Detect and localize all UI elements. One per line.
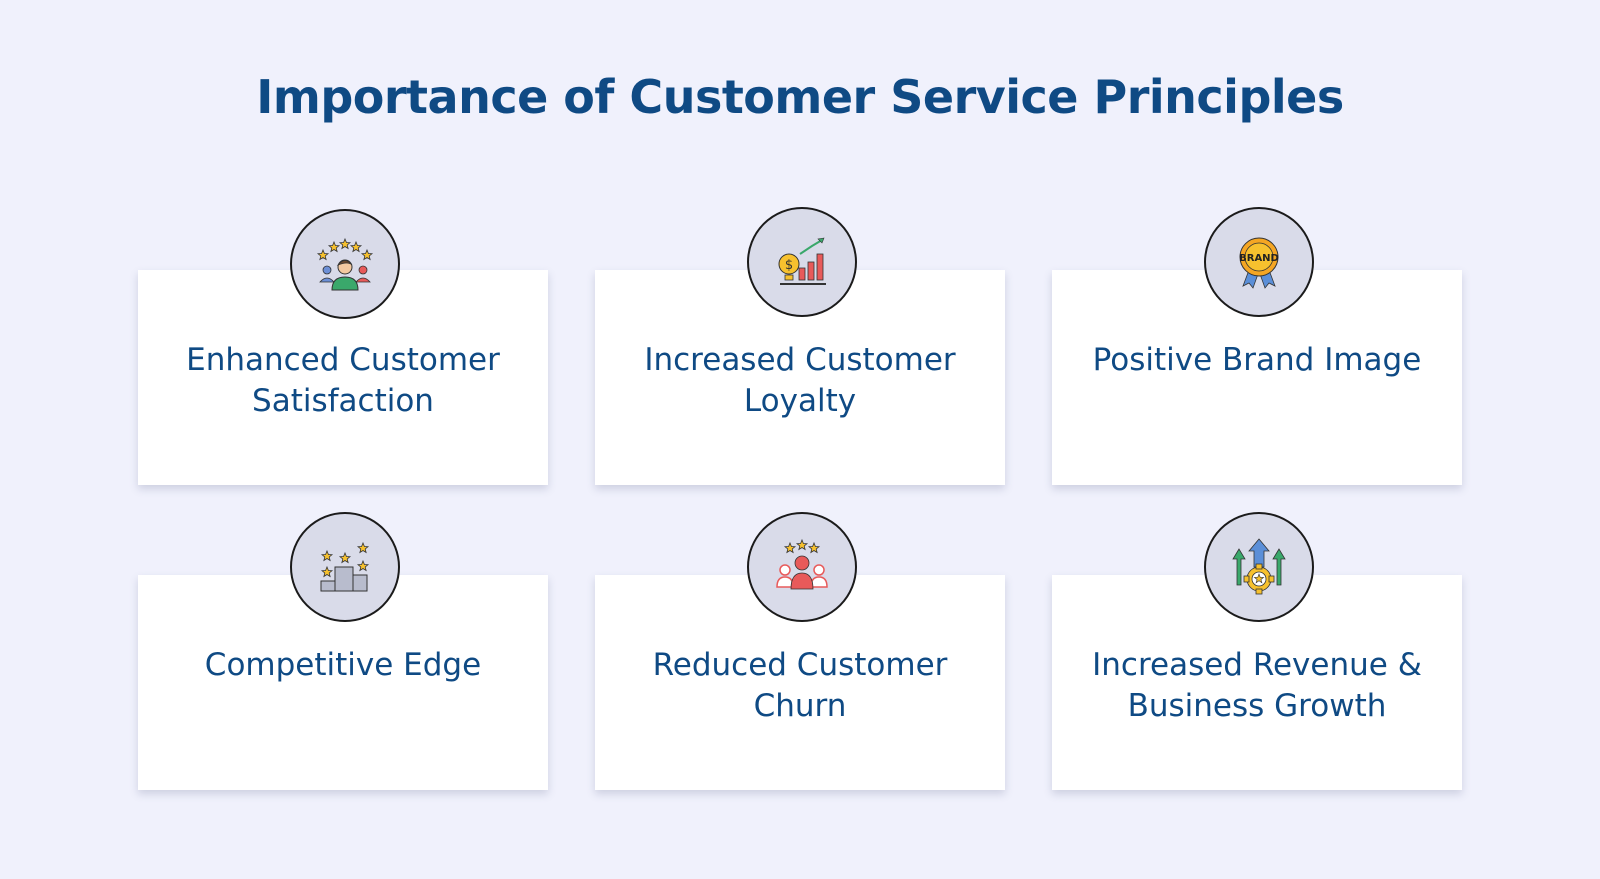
card-label: Positive Brand Image — [1092, 342, 1422, 378]
icon-badge: $ — [747, 207, 857, 317]
svg-text:$: $ — [785, 258, 793, 273]
growth-chart-coin-icon: $ — [778, 237, 826, 285]
icon-badge — [290, 512, 400, 622]
icon-badge — [1204, 512, 1314, 622]
icon-badge: BRAND — [1204, 207, 1314, 317]
card-label: Enhanced Customer Satisfaction — [186, 342, 500, 419]
brand-badge-icon: BRAND — [1239, 237, 1279, 289]
gear-growth-arrows-icon — [1232, 538, 1286, 595]
card-label: Reduced Customer Churn — [652, 647, 948, 724]
svg-text:BRAND: BRAND — [1239, 253, 1279, 264]
icon-badge — [290, 209, 400, 319]
customer-group-stars-icon — [776, 538, 828, 590]
satisfied-customer-stars-icon — [316, 237, 374, 291]
card-label: Competitive Edge — [204, 647, 482, 683]
card-label: Increased Customer Loyalty — [644, 342, 956, 419]
page-title: Importance of Customer Service Principle… — [256, 70, 1344, 124]
icon-badge — [747, 512, 857, 622]
podium-stars-icon — [320, 541, 370, 592]
card-label: Increased Revenue & Business Growth — [1092, 647, 1422, 724]
